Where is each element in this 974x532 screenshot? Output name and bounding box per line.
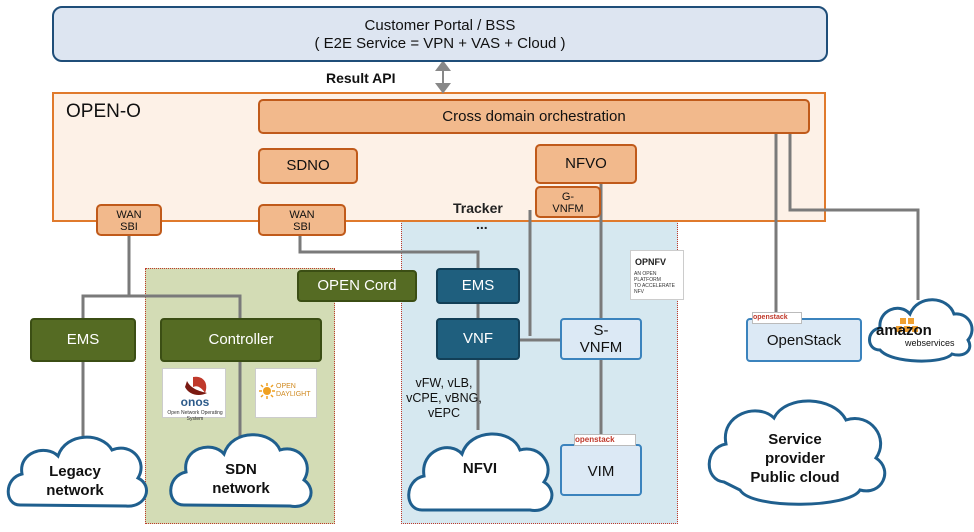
nfvo-box: NFVO — [535, 144, 637, 184]
wan-sbi-2-line1: WAN — [289, 209, 315, 221]
open-o-label: OPEN-O — [66, 101, 141, 122]
tracker-label: Tracker — [453, 200, 503, 216]
onos-subtitle: Open Network Operating System — [167, 410, 223, 422]
odl-wordmark: OPEN DAYLIGHT — [276, 383, 311, 399]
odl-line2: DAYLIGHT — [276, 391, 311, 398]
tracker-dots: ... — [476, 216, 488, 232]
ems-nfv-box: EMS — [436, 268, 520, 304]
opnfv-subtitle: AN OPEN PLATFORM TO ACCELERATE NFV — [634, 271, 684, 295]
wan-sbi-2-line2: SBI — [293, 221, 311, 233]
controller-box: Controller — [160, 318, 322, 362]
vnf-list-line3: vEPC — [428, 406, 460, 420]
opnfv-sub2: TO ACCELERATE NFV — [634, 283, 675, 295]
legacy-network-label: Legacy network — [20, 462, 130, 500]
vnf-list-line1: vFW, vLB, — [415, 376, 473, 390]
amazon-cloud — [868, 298, 974, 363]
nfvi-cloud — [407, 432, 554, 512]
sdn-line1: SDN — [225, 461, 257, 478]
opendaylight-logo: OPEN DAYLIGHT — [255, 368, 317, 418]
onos-bird-icon — [185, 376, 207, 395]
vim-box: VIM — [560, 444, 642, 496]
legacy-network-cloud — [6, 435, 148, 508]
sp-line3: Public cloud — [750, 469, 840, 486]
openstack-box: OpenStack — [746, 318, 862, 362]
vnf-box: VNF — [436, 318, 520, 360]
wan1-to-controller-line — [129, 294, 242, 318]
amazon-wordmark: amazon — [876, 322, 932, 339]
openstack-tag-cloud: openstack — [752, 312, 802, 324]
wan1-to-ems-line — [81, 236, 131, 318]
service-provider-cloud — [707, 399, 887, 506]
s-vnfm-box: S- VNFM — [560, 318, 642, 360]
customer-portal-box: Customer Portal / BSS ( E2E Service = VP… — [52, 6, 828, 62]
wan-sbi-box-1: WAN SBI — [96, 204, 162, 236]
service-provider-label: Service provider Public cloud — [718, 430, 872, 487]
s-vnfm-line1: S- — [593, 322, 609, 339]
legacy-line1: Legacy — [49, 463, 101, 480]
sdno-box: SDNO — [258, 148, 358, 184]
openstack-tag-text-2: openstack — [575, 435, 615, 444]
sun-icon — [259, 383, 275, 399]
onos-logo: onos Open Network Operating System — [162, 368, 226, 422]
open-cord-box: OPEN Cord — [297, 270, 417, 302]
orch-to-amazon-line — [788, 134, 920, 300]
opnfv-wordmark: OPNFV — [635, 257, 667, 267]
portal-subtitle: ( E2E Service = VPN + VAS + Cloud ) — [314, 35, 566, 52]
openstack-tag-vim: openstack — [574, 434, 636, 446]
aws-wordmark: webservices — [905, 338, 955, 348]
vnf-list: vFW, vLB, vCPE, vBNG, vEPC — [406, 376, 482, 421]
nfvi-label: NFVI — [462, 460, 498, 477]
sp-line1: Service — [768, 431, 822, 448]
sdn-network-cloud — [169, 433, 313, 508]
g-vnfm-line2: VNFM — [552, 203, 584, 215]
wan-sbi-1-line2: SBI — [120, 221, 138, 233]
opnfv-logo: OPNFV AN OPEN PLATFORM TO ACCELERATE NFV — [630, 250, 684, 300]
ems-legacy-box: EMS — [30, 318, 136, 362]
cross-domain-orchestration-box: Cross domain orchestration — [258, 99, 810, 134]
result-api-label: Result API — [326, 70, 396, 86]
wan2-to-ems-line — [298, 236, 480, 268]
g-vnfm-line1: G- — [561, 191, 575, 203]
odl-line1: OPEN — [276, 383, 296, 390]
legacy-line2: network — [46, 482, 104, 499]
opnfv-sub1: AN OPEN PLATFORM — [634, 271, 661, 283]
wan-sbi-box-2: WAN SBI — [258, 204, 346, 236]
sdn-network-label: SDN network — [186, 460, 296, 498]
vnf-list-line2: vCPE, vBNG, — [406, 391, 482, 405]
wan-sbi-1-line1: WAN — [116, 209, 142, 221]
sp-line2: provider — [764, 450, 825, 467]
s-vnfm-line2: VNFM — [579, 339, 623, 356]
result-api-arrow — [435, 60, 451, 94]
aws-cubes — [896, 318, 918, 332]
openstack-tag-text-1: openstack — [753, 314, 788, 321]
g-vnfm-box: G- VNFM — [535, 186, 601, 218]
portal-title: Customer Portal / BSS — [364, 17, 516, 34]
sdn-line2: network — [212, 480, 270, 497]
onos-wordmark: onos — [180, 395, 210, 409]
